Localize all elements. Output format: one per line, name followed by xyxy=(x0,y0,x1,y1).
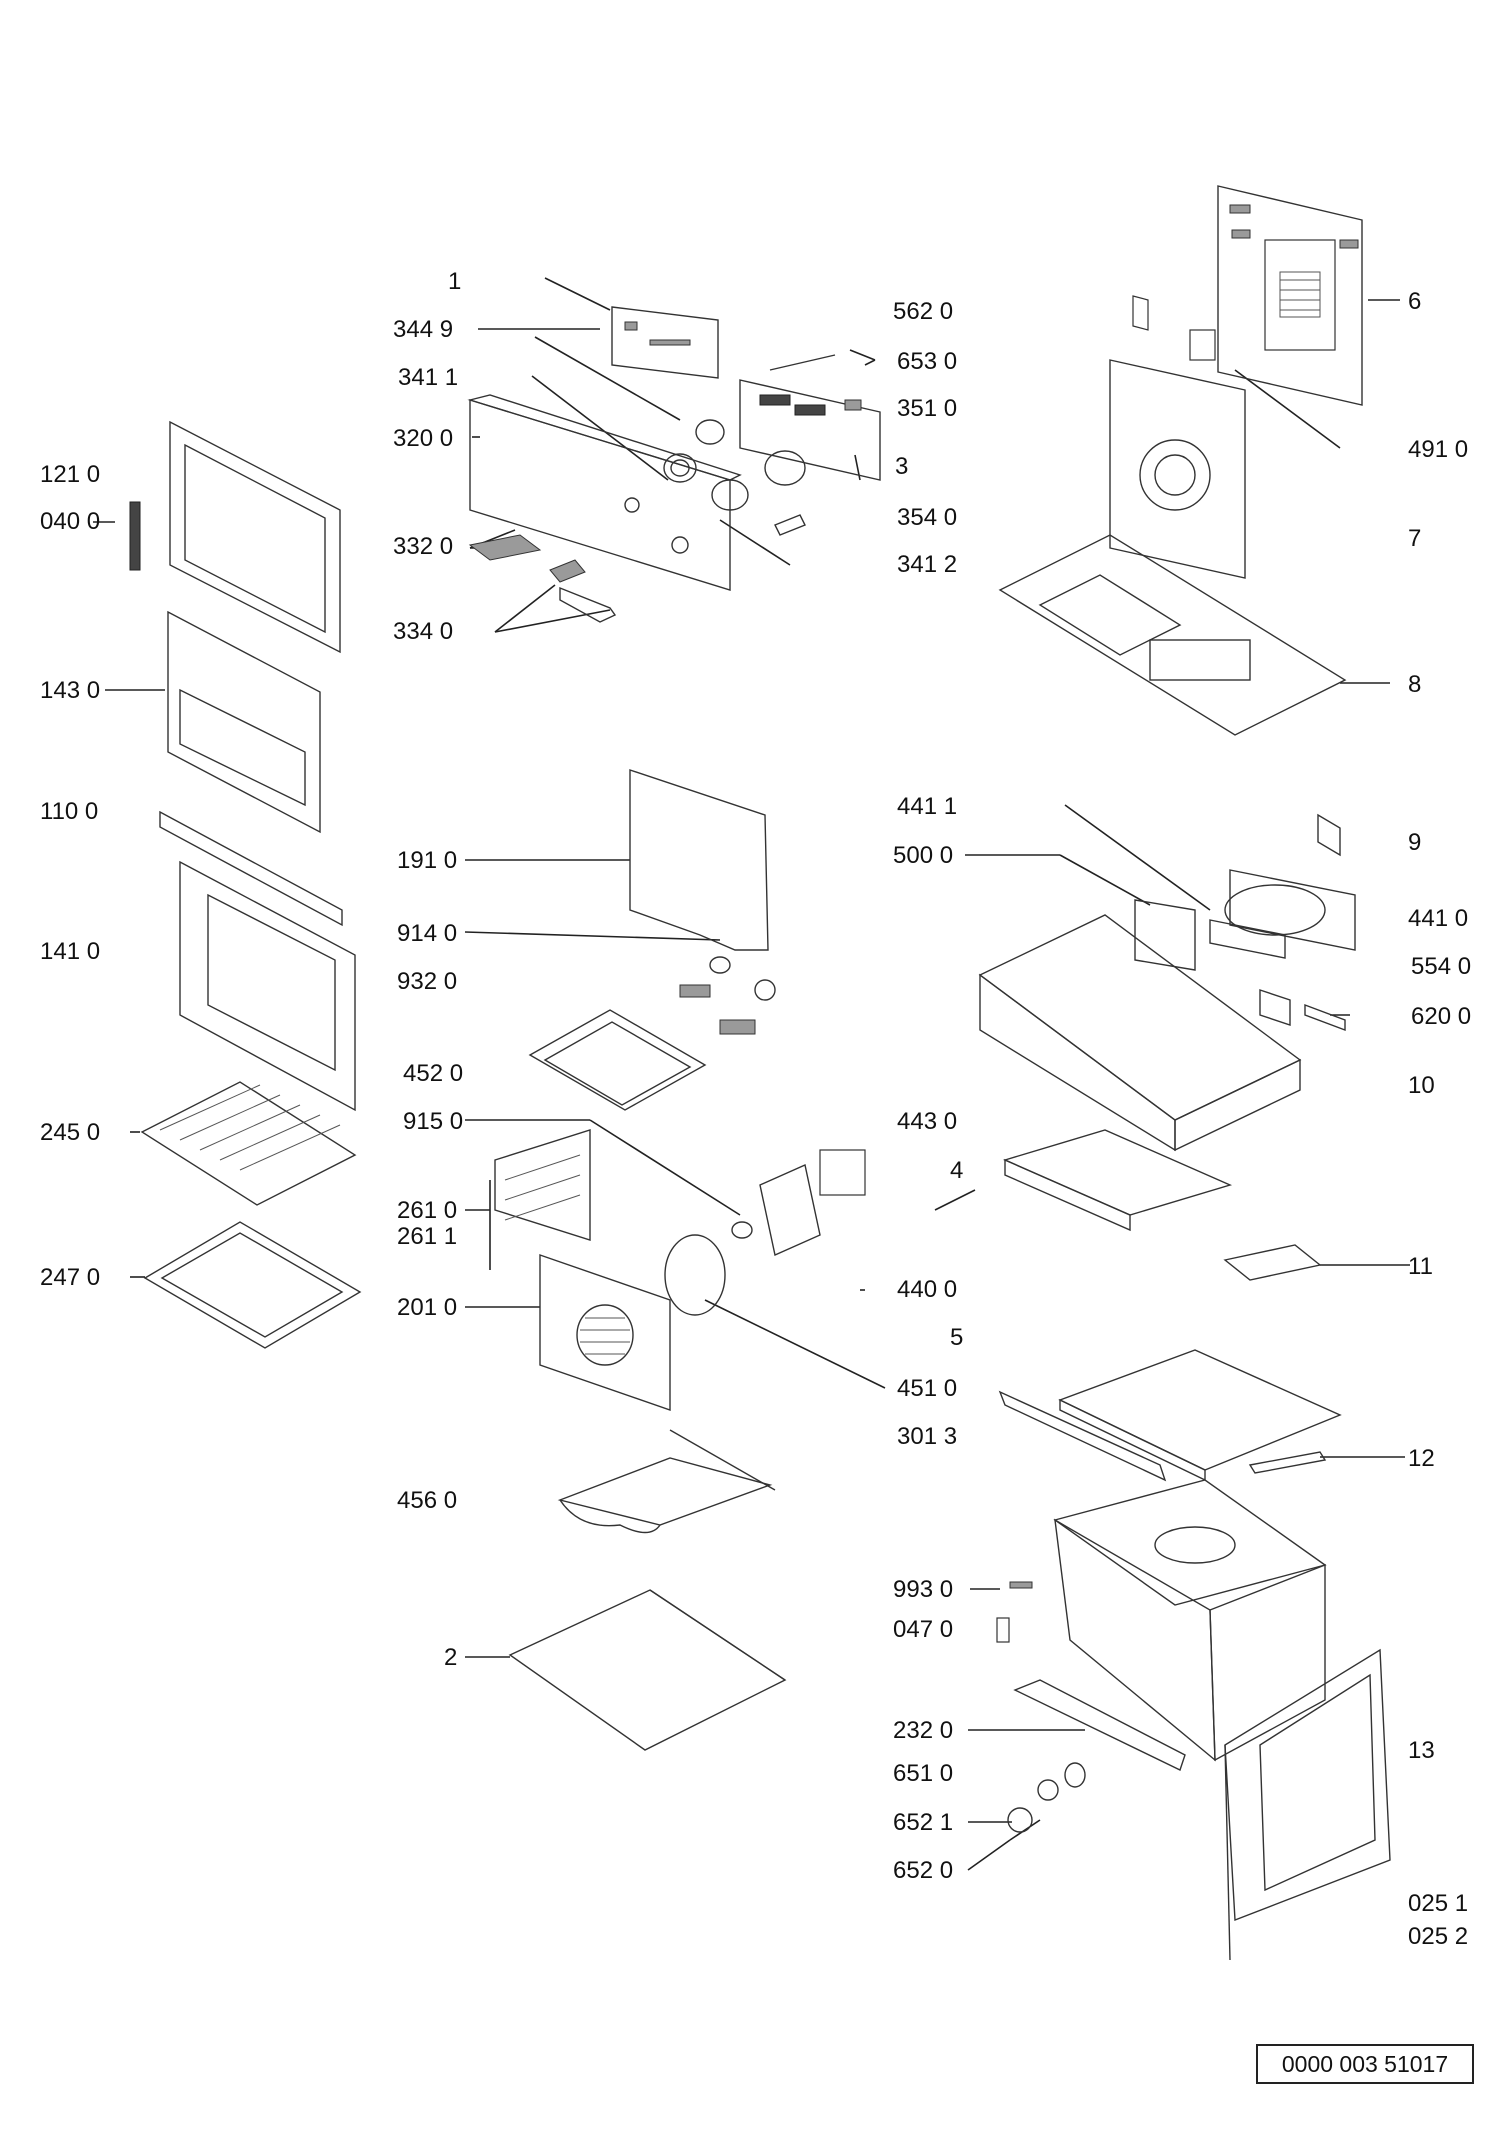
part-label: 245 0 xyxy=(40,1119,101,1146)
part-label: 13 xyxy=(1408,1737,1435,1764)
part-label: 491 0 xyxy=(1408,436,1469,463)
part-label: 344 9 xyxy=(393,316,454,343)
part-label: 261 0 xyxy=(397,1197,458,1224)
part-label: 451 0 xyxy=(897,1375,958,1402)
part-label: 332 0 xyxy=(393,533,454,560)
part-label: 320 0 xyxy=(393,425,454,452)
part-label: 11 xyxy=(1408,1253,1433,1280)
part-label: 452 0 xyxy=(403,1060,464,1087)
part-label: 4 xyxy=(950,1157,964,1184)
part-label: 025 2 xyxy=(1408,1923,1469,1950)
part-label: 554 0 xyxy=(1411,953,1472,980)
part-label: 500 0 xyxy=(893,842,954,869)
right-parts-group xyxy=(978,813,1391,1961)
part-label: 993 0 xyxy=(893,1576,954,1603)
part-label: 443 0 xyxy=(897,1108,958,1135)
part-label: 5 xyxy=(950,1324,964,1351)
part-label: 10 xyxy=(1408,1072,1435,1099)
part-label: 6 xyxy=(1408,288,1422,315)
part-label: 121 0 xyxy=(40,461,101,488)
part-label: 141 0 xyxy=(40,938,101,965)
part-label: 441 1 xyxy=(897,793,958,820)
part-label: 1 xyxy=(448,268,462,295)
part-label: 341 1 xyxy=(398,364,459,391)
part-label: 341 2 xyxy=(897,551,958,578)
part-label: 456 0 xyxy=(397,1487,458,1514)
part-label: 247 0 xyxy=(40,1264,101,1291)
part-label: 110 0 xyxy=(40,798,99,825)
control-panel-group xyxy=(467,306,881,623)
part-label: 040 0 xyxy=(40,508,101,535)
part-label: 9 xyxy=(1408,829,1422,856)
part-label: 2 xyxy=(444,1644,458,1671)
part-label: 301 3 xyxy=(897,1423,958,1450)
part-label: 652 0 xyxy=(893,1857,954,1884)
part-label: 191 0 xyxy=(397,847,458,874)
drawing-reference-number: 0000 003 51017 xyxy=(1256,2044,1474,2084)
part-label: 440 0 xyxy=(897,1276,958,1303)
leader-lines xyxy=(93,277,1410,1871)
door-stack-group xyxy=(129,420,362,1349)
part-label: 8 xyxy=(1408,671,1422,698)
part-label: 025 1 xyxy=(1408,1890,1469,1917)
part-label: 3 xyxy=(895,453,909,480)
part-label: 652 1 xyxy=(893,1809,954,1836)
part-label: 562 0 xyxy=(893,298,954,325)
part-label: 7 xyxy=(1408,525,1422,552)
part-label: 201 0 xyxy=(397,1294,458,1321)
part-label: 354 0 xyxy=(897,504,958,531)
part-label: 441 0 xyxy=(1408,905,1469,932)
rear-panel-group xyxy=(998,185,1363,736)
part-label: 915 0 xyxy=(403,1108,464,1135)
part-label: 047 0 xyxy=(893,1616,954,1643)
part-label: 651 0 xyxy=(893,1760,954,1787)
part-label: 653 0 xyxy=(897,348,958,375)
part-label: 334 0 xyxy=(393,618,454,645)
part-label: 914 0 xyxy=(397,920,458,947)
part-label: 261 1 xyxy=(397,1223,458,1250)
part-label: 12 xyxy=(1408,1445,1435,1472)
center-parts-group xyxy=(494,769,866,1751)
part-label: 932 0 xyxy=(397,968,458,995)
part-label: 351 0 xyxy=(897,395,958,422)
part-label: 620 0 xyxy=(1411,1003,1472,1030)
part-label: 232 0 xyxy=(893,1717,954,1744)
part-label: 143 0 xyxy=(40,677,101,704)
